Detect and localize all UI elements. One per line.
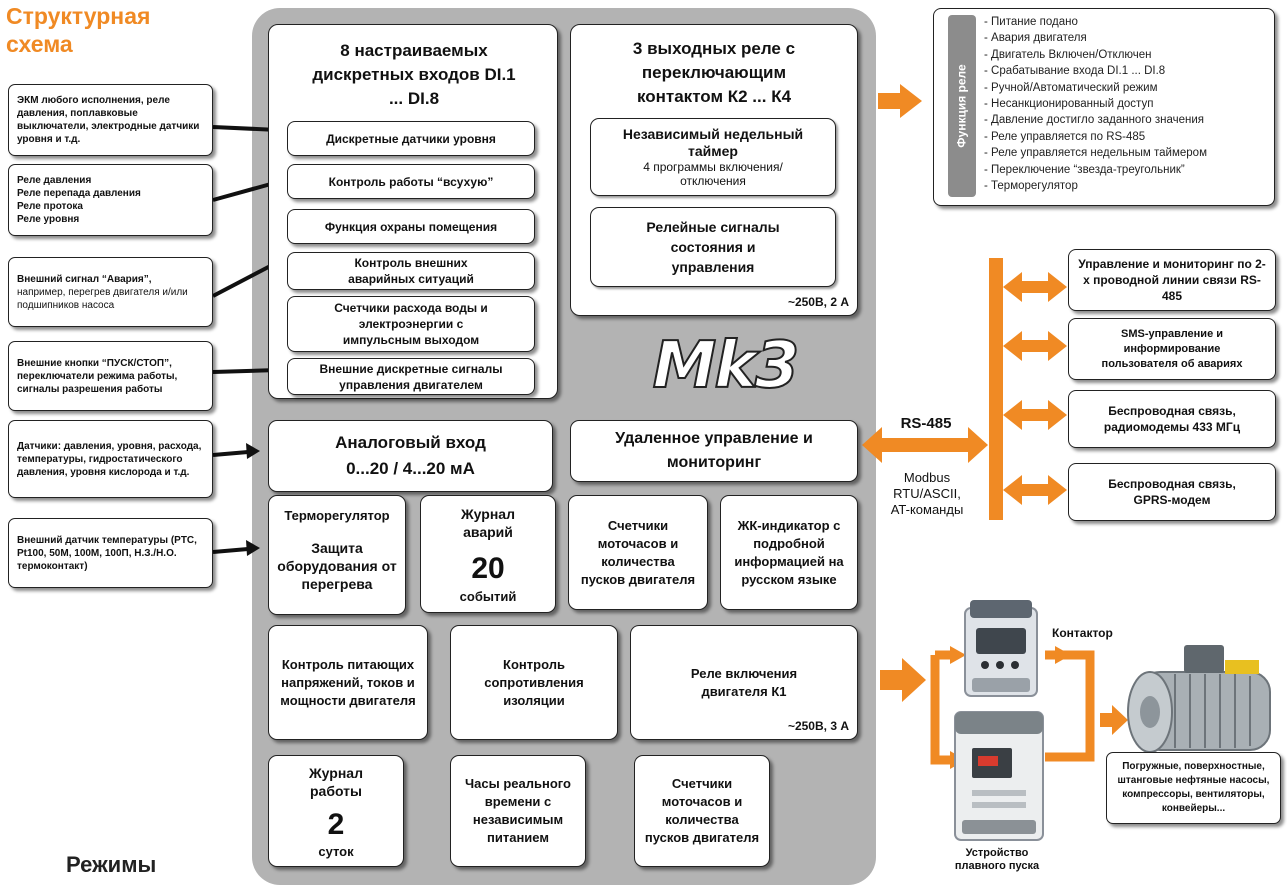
diagram-title-line1: Структурная: [6, 3, 151, 29]
footer-title: Режимы: [66, 852, 157, 877]
relay-signals-text: Релейные сигналы состояния и управления: [646, 219, 780, 275]
relay-functions-tab: Функция реле: [948, 15, 976, 197]
relay-function-item: - Реле управляется по RS-485: [984, 130, 1146, 143]
motor-image: [1127, 645, 1271, 762]
alarm-log-title: Журнал аварий: [461, 505, 515, 540]
motor-hours-counter-text-2: Счетчики моточасов и количества пусков д…: [644, 776, 760, 845]
relay-function-item: - Питание подано: [984, 16, 1078, 28]
source-pressure-relays: Реле давления Реле перепада давления Рел…: [8, 164, 213, 236]
source-start-stop-buttons: Внешние кнопки “ПУСК/СТОП”, переключател…: [8, 341, 213, 411]
contactor-image: [964, 600, 1038, 697]
input-item-room-security: Функция охраны помещения: [287, 209, 535, 244]
power-control-text: Контроль питающих напряжений, токов и мо…: [280, 656, 416, 708]
rs485-label: RS-485: [900, 415, 952, 432]
weekly-timer-title: Независимый недельный таймер: [622, 126, 804, 159]
work-log-box: Журнал работы 2 суток: [268, 755, 404, 867]
power-control-box: Контроль питающих напряжений, токов и мо…: [268, 625, 428, 740]
remote-control-box: Удаленное управление и мониторинг: [570, 420, 858, 482]
relay-functions-tab-label: Функция реле: [955, 64, 969, 148]
work-log-title: Журнал работы: [309, 764, 363, 799]
lcd-display-text: ЖК-индикатор с подробной информацией на …: [734, 517, 844, 587]
weekly-timer-subtitle: 4 программы включения/отключения: [643, 160, 783, 188]
alarm-log-unit: событий: [459, 588, 517, 604]
motor-hours-counter-box: Счетчики моточасов и количества пусков д…: [568, 495, 708, 610]
weekly-timer-box: Независимый недельный таймер 4 программы…: [590, 118, 836, 196]
motor-caption-text: Погружные, поверхностные, штанговые нефт…: [1117, 761, 1270, 814]
digital-inputs-title: 8 настраиваемых дискретных входов DI.1 .…: [312, 41, 516, 108]
relay-function-item: - Несанкционированный доступ: [984, 98, 1154, 111]
contactor-label: Контактор: [1052, 626, 1113, 640]
motor-caption-box: Погружные, поверхностные, штанговые нефт…: [1106, 752, 1281, 824]
relay-function-item: - Авария двигателя: [984, 32, 1087, 45]
relay-functions-box: Функция реле - Питание подано - Авария д…: [933, 8, 1275, 206]
relay-function-item: - Реле управляется недельным таймером: [984, 147, 1207, 160]
mk3-logo: Mk3: [652, 328, 801, 404]
source-external-alarm-title: Внешний сигнал “Авария”,: [17, 273, 152, 285]
relay-function-item: - Ручной/Автоматический режим: [984, 81, 1158, 94]
thermoregulator-text: Защита оборудования от перегрева: [277, 540, 397, 592]
k1-relay-text: Реле включения двигателя К1: [690, 665, 798, 699]
soft-starter-image: [954, 711, 1044, 841]
source-analog-sensors: Датчики: давления, уровня, расхода, темп…: [8, 420, 213, 498]
rs485-protocols: Modbus RTU/ASCII, AT-команды: [890, 470, 964, 517]
output-relays-title: 3 выходных реле с переключающим контакто…: [632, 39, 796, 106]
relay-function-item: - Переключение “звезда-треугольник”: [984, 163, 1185, 176]
comm-rs485-box: Управление и мониторинг по 2-х проводной…: [1068, 249, 1276, 311]
insulation-control-box: Контроль сопротивления изоляции: [450, 625, 618, 740]
relay-function-item: - Двигатель Включен/Отключен: [984, 48, 1152, 61]
relay-function-item: - Давление достигло заданного значения: [984, 114, 1205, 127]
input-item-external-alarms: Контроль внешних аварийных ситуаций: [287, 252, 535, 290]
lcd-display-box: ЖК-индикатор с подробной информацией на …: [720, 495, 858, 610]
diagram-title-line2: схема: [6, 31, 73, 57]
rs485-bus: [862, 258, 1067, 520]
input-item-level-sensors: Дискретные датчики уровня: [287, 121, 535, 156]
work-log-unit: суток: [318, 843, 354, 859]
source-analog-sensors-text: Датчики: давления, уровня, расхода, темп…: [17, 440, 202, 478]
relay-function-item: - Срабатывание входа DI.1 ... DI.8: [984, 65, 1166, 78]
comm-sms-box: SMS-управление и информирование пользова…: [1068, 318, 1276, 380]
rtc-text: Часы реального времени с независимым пит…: [465, 776, 571, 845]
analog-input-title: Аналоговый вход: [335, 433, 486, 452]
input-item-motor-control-signals: Внешние дискретные сигналы управления дв…: [287, 358, 535, 395]
source-external-alarm: Внешний сигнал “Авария”, например, перег…: [8, 257, 213, 327]
relay-function-item: - Терморегулятор: [984, 180, 1078, 193]
analog-input-box: Аналоговый вход 0...20 / 4...20 мА: [268, 420, 553, 492]
analog-input-range: 0...20 / 4...20 мА: [346, 459, 475, 478]
relay-functions-arrow: [878, 84, 922, 118]
relay-functions-list: - Питание подано - Авария двигателя - Дв…: [984, 14, 1270, 194]
insulation-control-text: Контроль сопротивления изоляции: [484, 656, 584, 708]
source-temperature-sensor: Внешний датчик температуры (PTC, Pt100, …: [8, 518, 213, 588]
source-level-sensors-text: ЭКМ любого исполнения, реле давления, по…: [17, 95, 200, 145]
motor-hours-counter-box-2: Счетчики моточасов и количества пусков д…: [634, 755, 770, 867]
remote-control-text: Удаленное управление и мониторинг: [615, 430, 813, 471]
motor-hours-counter-text: Счетчики моточасов и количества пусков д…: [580, 517, 696, 587]
source-temperature-sensor-text: Внешний датчик температуры (PTC, Pt100, …: [17, 534, 197, 572]
soft-starter-label: Устройство плавного пуска: [954, 847, 1040, 872]
work-log-number: 2: [327, 807, 345, 841]
thermoregulator-box: Терморегулятор Защита оборудования от пе…: [268, 495, 406, 615]
alarm-log-box: Журнал аварий 20 событий: [420, 495, 556, 613]
comm-radio-box: Беспроводная связь, радиомодемы 433 МГц: [1068, 390, 1276, 448]
source-external-alarm-text: например, перегрев двигателя и/или подши…: [17, 286, 188, 311]
relay-signals-box: Релейные сигналы состояния и управления: [590, 207, 836, 287]
alarm-log-number: 20: [471, 551, 505, 585]
k1-relay-box: Реле включения двигателя К1 ~250В, 3 А: [630, 625, 858, 740]
comm-gprs-box: Беспроводная связь, GPRS-модем: [1068, 463, 1276, 521]
k1-relay-rating: ~250В, 3 А: [787, 719, 849, 733]
rtc-box: Часы реального времени с независимым пит…: [450, 755, 586, 867]
source-start-stop-text: Внешние кнопки “ПУСК/СТОП”, переключател…: [17, 357, 178, 395]
thermoregulator-title: Терморегулятор: [284, 508, 390, 523]
source-level-sensors: ЭКМ любого исполнения, реле давления, по…: [8, 84, 213, 156]
input-item-dry-run: Контроль работы “всухую”: [287, 164, 535, 199]
diagram-title: Структурная схема: [6, 2, 226, 58]
input-item-pulse-counters: Счетчики расхода воды и электроэнергии с…: [287, 296, 535, 352]
output-relays-rating: ~250В, 2 А: [787, 295, 849, 309]
source-pressure-relays-text: Реле давления Реле перепада давления Рел…: [17, 175, 141, 225]
